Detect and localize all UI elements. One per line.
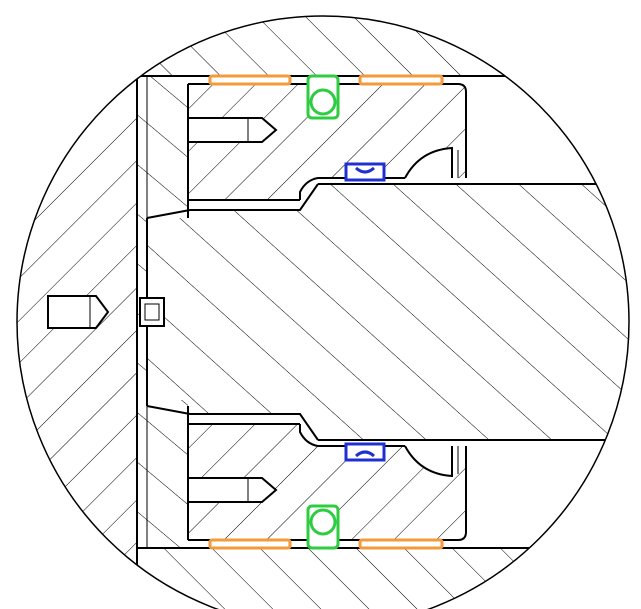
o-ring-lower [306, 504, 340, 550]
detail-view-boundary [16, 15, 630, 609]
lower-socket-screw [187, 477, 278, 503]
center-socket-screw [47, 295, 110, 329]
flange-strip [137, 76, 188, 548]
guide-ring-upper-left [208, 74, 292, 86]
rod-seal-lower [344, 442, 386, 462]
guide-ring-lower-right [358, 538, 444, 550]
barrel-top [137, 16, 629, 76]
upper-socket-screw [187, 117, 278, 143]
barrel-bottom [137, 548, 629, 609]
rod-seal-upper [344, 162, 386, 182]
piston-rod [147, 184, 629, 440]
guide-ring-lower-left [208, 538, 292, 550]
o-ring-upper [306, 74, 340, 120]
guide-ring-upper-right [358, 74, 444, 86]
center-square-key [139, 297, 165, 327]
lower-gland [188, 406, 466, 540]
